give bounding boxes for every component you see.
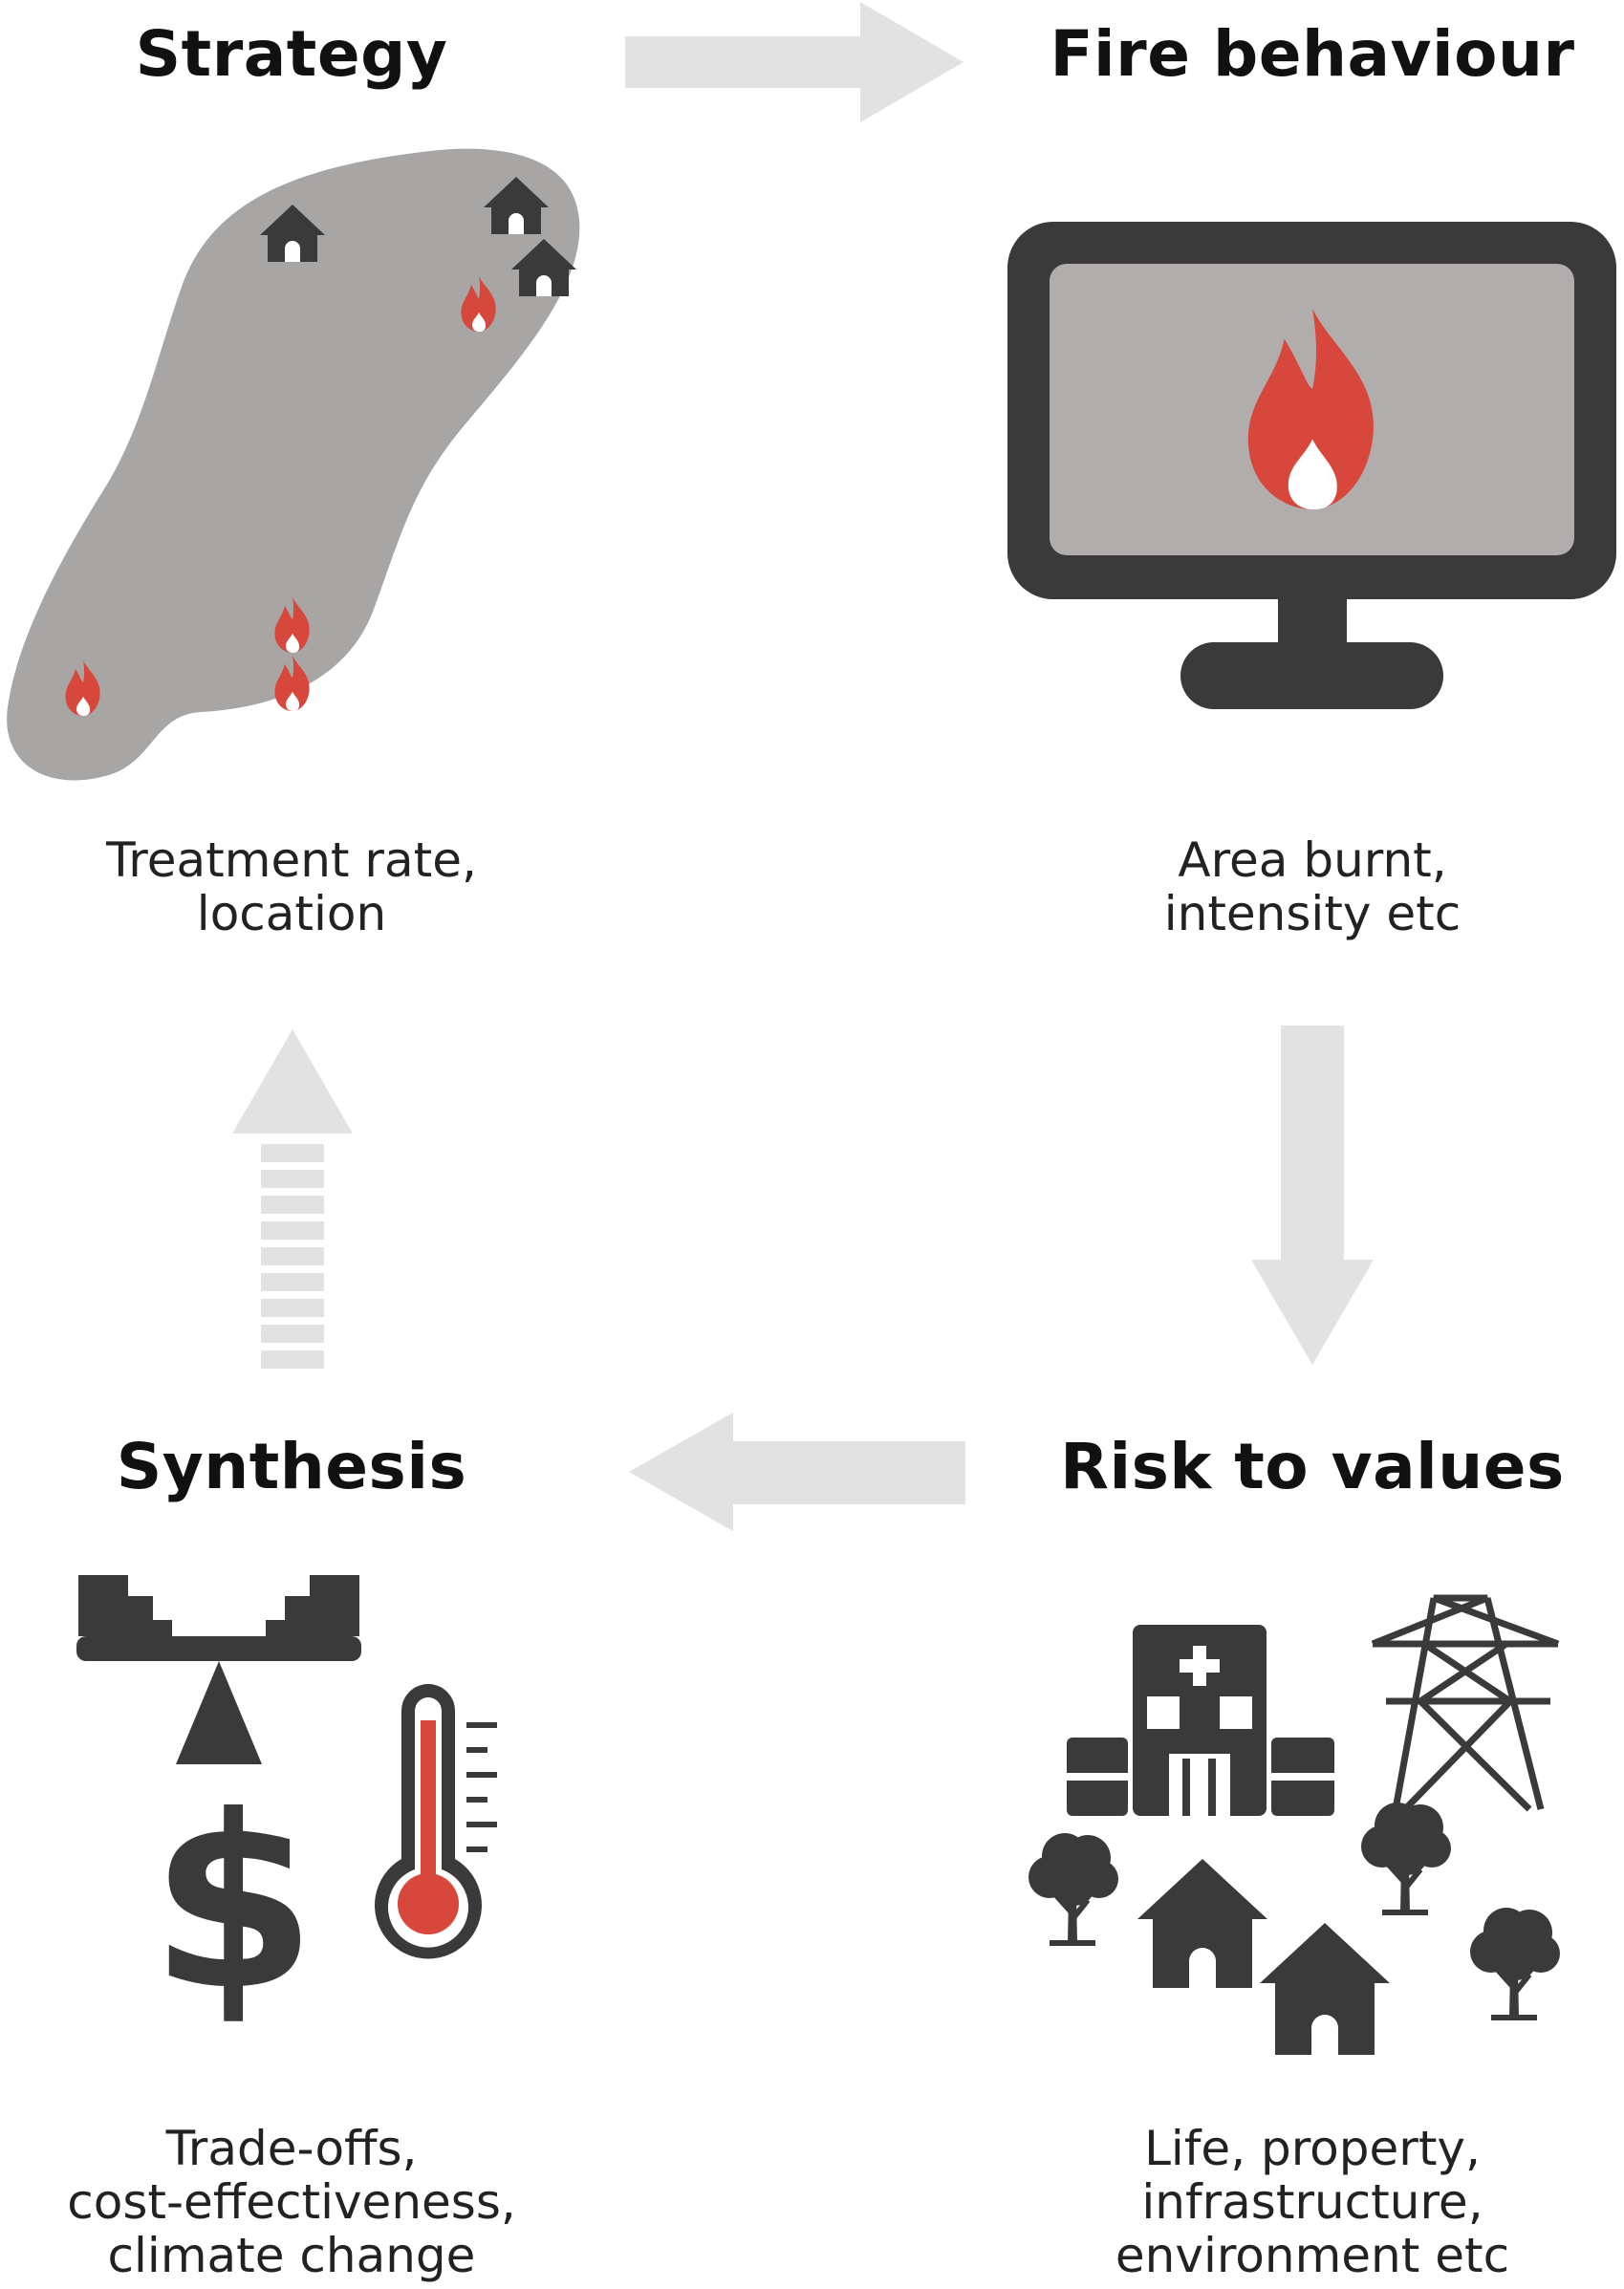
risk-to-values-title: Risk to values (1060, 1430, 1565, 1503)
arrow-right (625, 2, 964, 122)
risk-to-values-caption: Life, property, infrastructure, environm… (1115, 2121, 1510, 2283)
house-icon (1137, 1859, 1267, 1988)
house-icon (1260, 1923, 1390, 2055)
synthesis-caption: Trade-offs, cost-effectiveness, climate … (67, 2121, 516, 2283)
tree-icon (1361, 1803, 1451, 1915)
fire-behaviour-caption: Area burnt, intensity etc (1163, 832, 1462, 941)
synthesis-title: Synthesis (116, 1430, 467, 1503)
arrow-left (629, 1413, 965, 1531)
fire-behaviour-title: Fire behaviour (1050, 17, 1575, 91)
thermometer-icon (374, 1684, 497, 1959)
hospital-icon (1067, 1625, 1334, 1816)
strategy-caption: Treatment rate, location (106, 832, 477, 941)
tree-icon (1470, 1908, 1560, 2020)
tree-icon (1029, 1833, 1118, 1946)
arrow-down (1251, 1026, 1374, 1365)
scales-icon (76, 1575, 361, 1764)
power-pylon-icon (1371, 1594, 1560, 1812)
arrow-up-dashed (232, 1029, 353, 1369)
svg-text:$: $ (150, 1764, 316, 2042)
strategy-title: Strategy (135, 17, 448, 91)
map-icon (7, 148, 580, 781)
dollar-icon: $ (150, 1764, 316, 2042)
